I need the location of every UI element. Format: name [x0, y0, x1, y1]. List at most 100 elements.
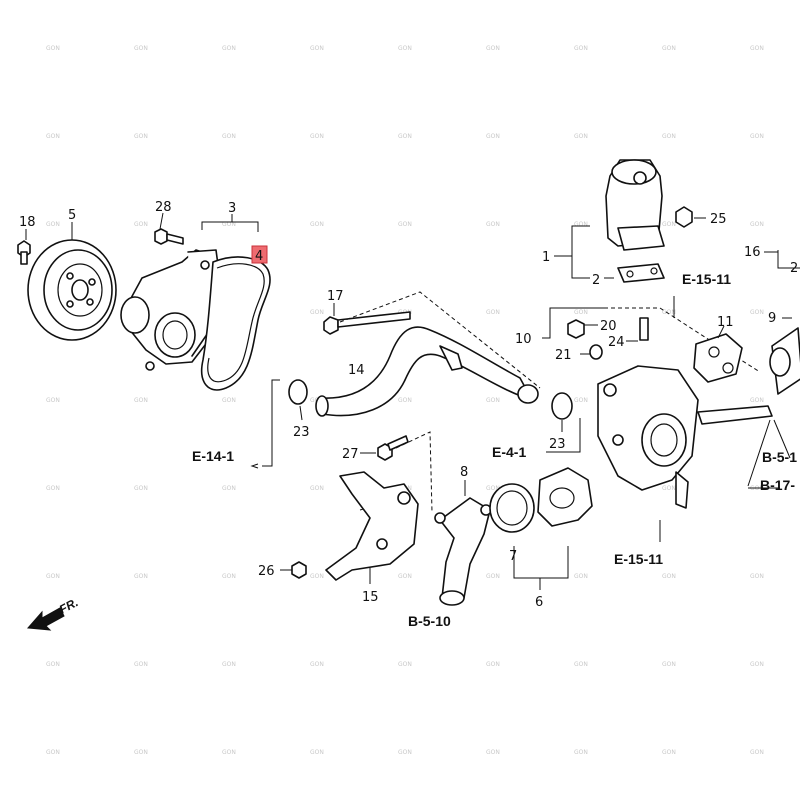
watermark-text: GON: [398, 573, 412, 580]
watermark-text: GON: [398, 661, 412, 668]
o-ring-23a[interactable]: [288, 379, 308, 405]
callout-15[interactable]: 15: [362, 590, 379, 605]
ref-e-15-11-bottom[interactable]: E-15-11: [614, 551, 663, 567]
ref-e-15-11-top[interactable]: E-15-11: [682, 271, 731, 287]
callout-27[interactable]: 27: [342, 447, 359, 462]
watermark-text: GON: [222, 221, 236, 228]
watermark-text: GON: [486, 45, 500, 52]
watermark-text: GON: [46, 485, 60, 492]
watermark-text: GON: [310, 661, 324, 668]
pipe-9[interactable]: [769, 327, 800, 395]
callout-3[interactable]: 3: [228, 201, 236, 216]
watermark-text: GON: [574, 661, 588, 668]
watermark-text: GON: [662, 749, 676, 756]
gasket-11[interactable]: [693, 333, 743, 383]
seal-7[interactable]: [489, 483, 535, 533]
callout-8[interactable]: 8: [460, 465, 468, 480]
callout-2[interactable]: 2: [592, 273, 600, 288]
callout-5[interactable]: 5: [68, 208, 76, 223]
callout-24[interactable]: 24: [608, 335, 625, 350]
ref-e-4-1[interactable]: E-4-1: [492, 444, 526, 460]
bolt-17[interactable]: [323, 311, 411, 335]
gasket-4[interactable]: [201, 256, 271, 391]
callout-7[interactable]: 7: [509, 549, 517, 564]
watermark-text: GON: [750, 661, 764, 668]
nut-25[interactable]: [675, 206, 693, 228]
callout-26[interactable]: 26: [258, 564, 275, 579]
hose-14[interactable]: [315, 326, 539, 417]
watermark-text: GON: [750, 45, 764, 52]
pulley-part[interactable]: [27, 239, 117, 341]
callout-1[interactable]: 1: [542, 250, 550, 265]
callout-9[interactable]: 9: [768, 311, 776, 326]
ref-e-14-1[interactable]: E-14-1: [192, 448, 234, 464]
callout-10[interactable]: 10: [515, 332, 532, 347]
watermark-text: GON: [486, 397, 500, 404]
watermark-text: GON: [398, 221, 412, 228]
callout-23a[interactable]: 23: [293, 425, 310, 440]
watermark-text: GON: [134, 749, 148, 756]
callout-25[interactable]: 25: [710, 212, 727, 227]
watermark-text: GON: [750, 221, 764, 228]
watermark-text: GON: [398, 133, 412, 140]
watermark-text: GON: [134, 45, 148, 52]
bolt-26[interactable]: [291, 561, 307, 579]
callout-2-right[interactable]: 2: [790, 261, 798, 276]
callout-16[interactable]: 16: [744, 245, 761, 260]
watermark-text: GON: [486, 749, 500, 756]
ref-b-5-right[interactable]: B-5-1: [762, 449, 797, 465]
watermark-text: GON: [134, 221, 148, 228]
callout-17[interactable]: 17: [327, 289, 344, 304]
callout-23b[interactable]: 23: [549, 437, 566, 452]
callout-18[interactable]: 18: [19, 215, 36, 230]
watermark-text: GON: [662, 485, 676, 492]
callout-28[interactable]: 28: [155, 200, 172, 215]
watermark-text: GON: [310, 45, 324, 52]
watermark-text: GON: [398, 749, 412, 756]
water-pump-part[interactable]: [120, 249, 221, 371]
sensor-20[interactable]: [567, 319, 585, 339]
bracket-15[interactable]: [325, 471, 419, 581]
watermark-text: GON: [574, 749, 588, 756]
o-ring-23b[interactable]: [551, 392, 573, 420]
thermostat-6[interactable]: [537, 467, 593, 527]
watermark-text: GON: [750, 749, 764, 756]
watermark-text: GON: [310, 133, 324, 140]
watermark-text: GON: [46, 661, 60, 668]
gasket-2[interactable]: [617, 263, 665, 283]
callout-4[interactable]: 4: [255, 249, 263, 264]
watermark-text: GON: [46, 749, 60, 756]
watermark-text: GON: [486, 133, 500, 140]
ref-b-17-right[interactable]: B-17-: [760, 477, 795, 493]
callout-21[interactable]: 21: [555, 348, 572, 363]
watermark-text: GON: [46, 221, 60, 228]
bolt-18[interactable]: [17, 240, 31, 265]
ref-b-5-10[interactable]: B-5-10: [408, 613, 451, 629]
watermark-text: GON: [486, 573, 500, 580]
callout-11[interactable]: 11: [717, 315, 734, 330]
watermark-text: GON: [662, 133, 676, 140]
washer-21[interactable]: [589, 344, 603, 360]
callout-14[interactable]: 14: [348, 363, 365, 378]
bolt-28[interactable]: [154, 228, 184, 245]
thermostat-housing[interactable]: [597, 365, 773, 509]
watermark-text: GON: [310, 309, 324, 316]
watermark-text: GON: [134, 485, 148, 492]
egr-valve[interactable]: [605, 159, 665, 251]
watermark-text: GON: [134, 397, 148, 404]
callout-20[interactable]: 20: [600, 319, 617, 334]
watermark-text: GON: [310, 485, 324, 492]
watermark-text: GON: [310, 573, 324, 580]
outlet-elbow-8[interactable]: [434, 497, 492, 606]
watermark-text: GON: [574, 45, 588, 52]
callout-6[interactable]: 6: [535, 595, 543, 610]
watermark-text: GON: [134, 133, 148, 140]
watermark-text: GON: [662, 45, 676, 52]
watermark-text: GON: [46, 133, 60, 140]
watermark-text: GON: [398, 397, 412, 404]
watermark-text: GON: [46, 573, 60, 580]
bolt-27[interactable]: [377, 435, 409, 461]
bleeder-24[interactable]: [639, 317, 649, 341]
